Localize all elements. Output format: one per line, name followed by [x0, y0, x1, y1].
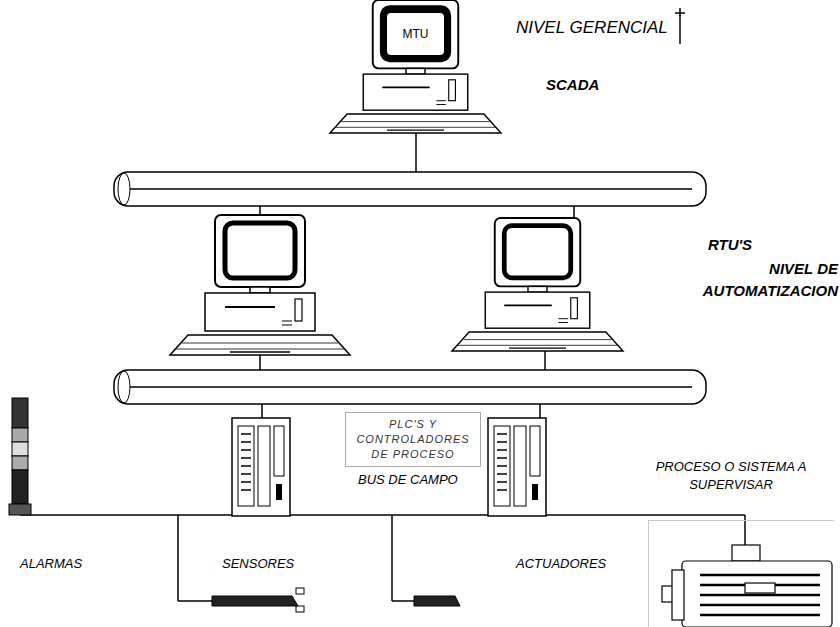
level-label: NIVEL DE AUTOMATIZACION [672, 258, 840, 302]
node-text: PLC'S Y CONTROLADORES DE PROCESO [349, 417, 477, 462]
mtu-screen: MTU [382, 8, 449, 60]
level-label: RTU'S [706, 236, 754, 253]
node-text: MTU [403, 26, 429, 42]
device-label: SENSORES [220, 556, 296, 571]
bus-label: BUS DE CAMPO [356, 472, 460, 487]
level-label: NIVEL GERENCIAL [514, 18, 670, 38]
device-label: ACTUADORES [514, 556, 608, 571]
process-panel: PROCESO O SISTEMA A SUPERVISAR [628, 458, 834, 627]
system-label: SCADA [544, 76, 601, 93]
node-text: PROCESO O SISTEMA A SUPERVISAR [651, 458, 811, 493]
plc-box: PLC'S Y CONTROLADORES DE PROCESO [345, 412, 481, 467]
device-label: ALARMAS [18, 556, 84, 571]
process-frame [648, 520, 834, 627]
